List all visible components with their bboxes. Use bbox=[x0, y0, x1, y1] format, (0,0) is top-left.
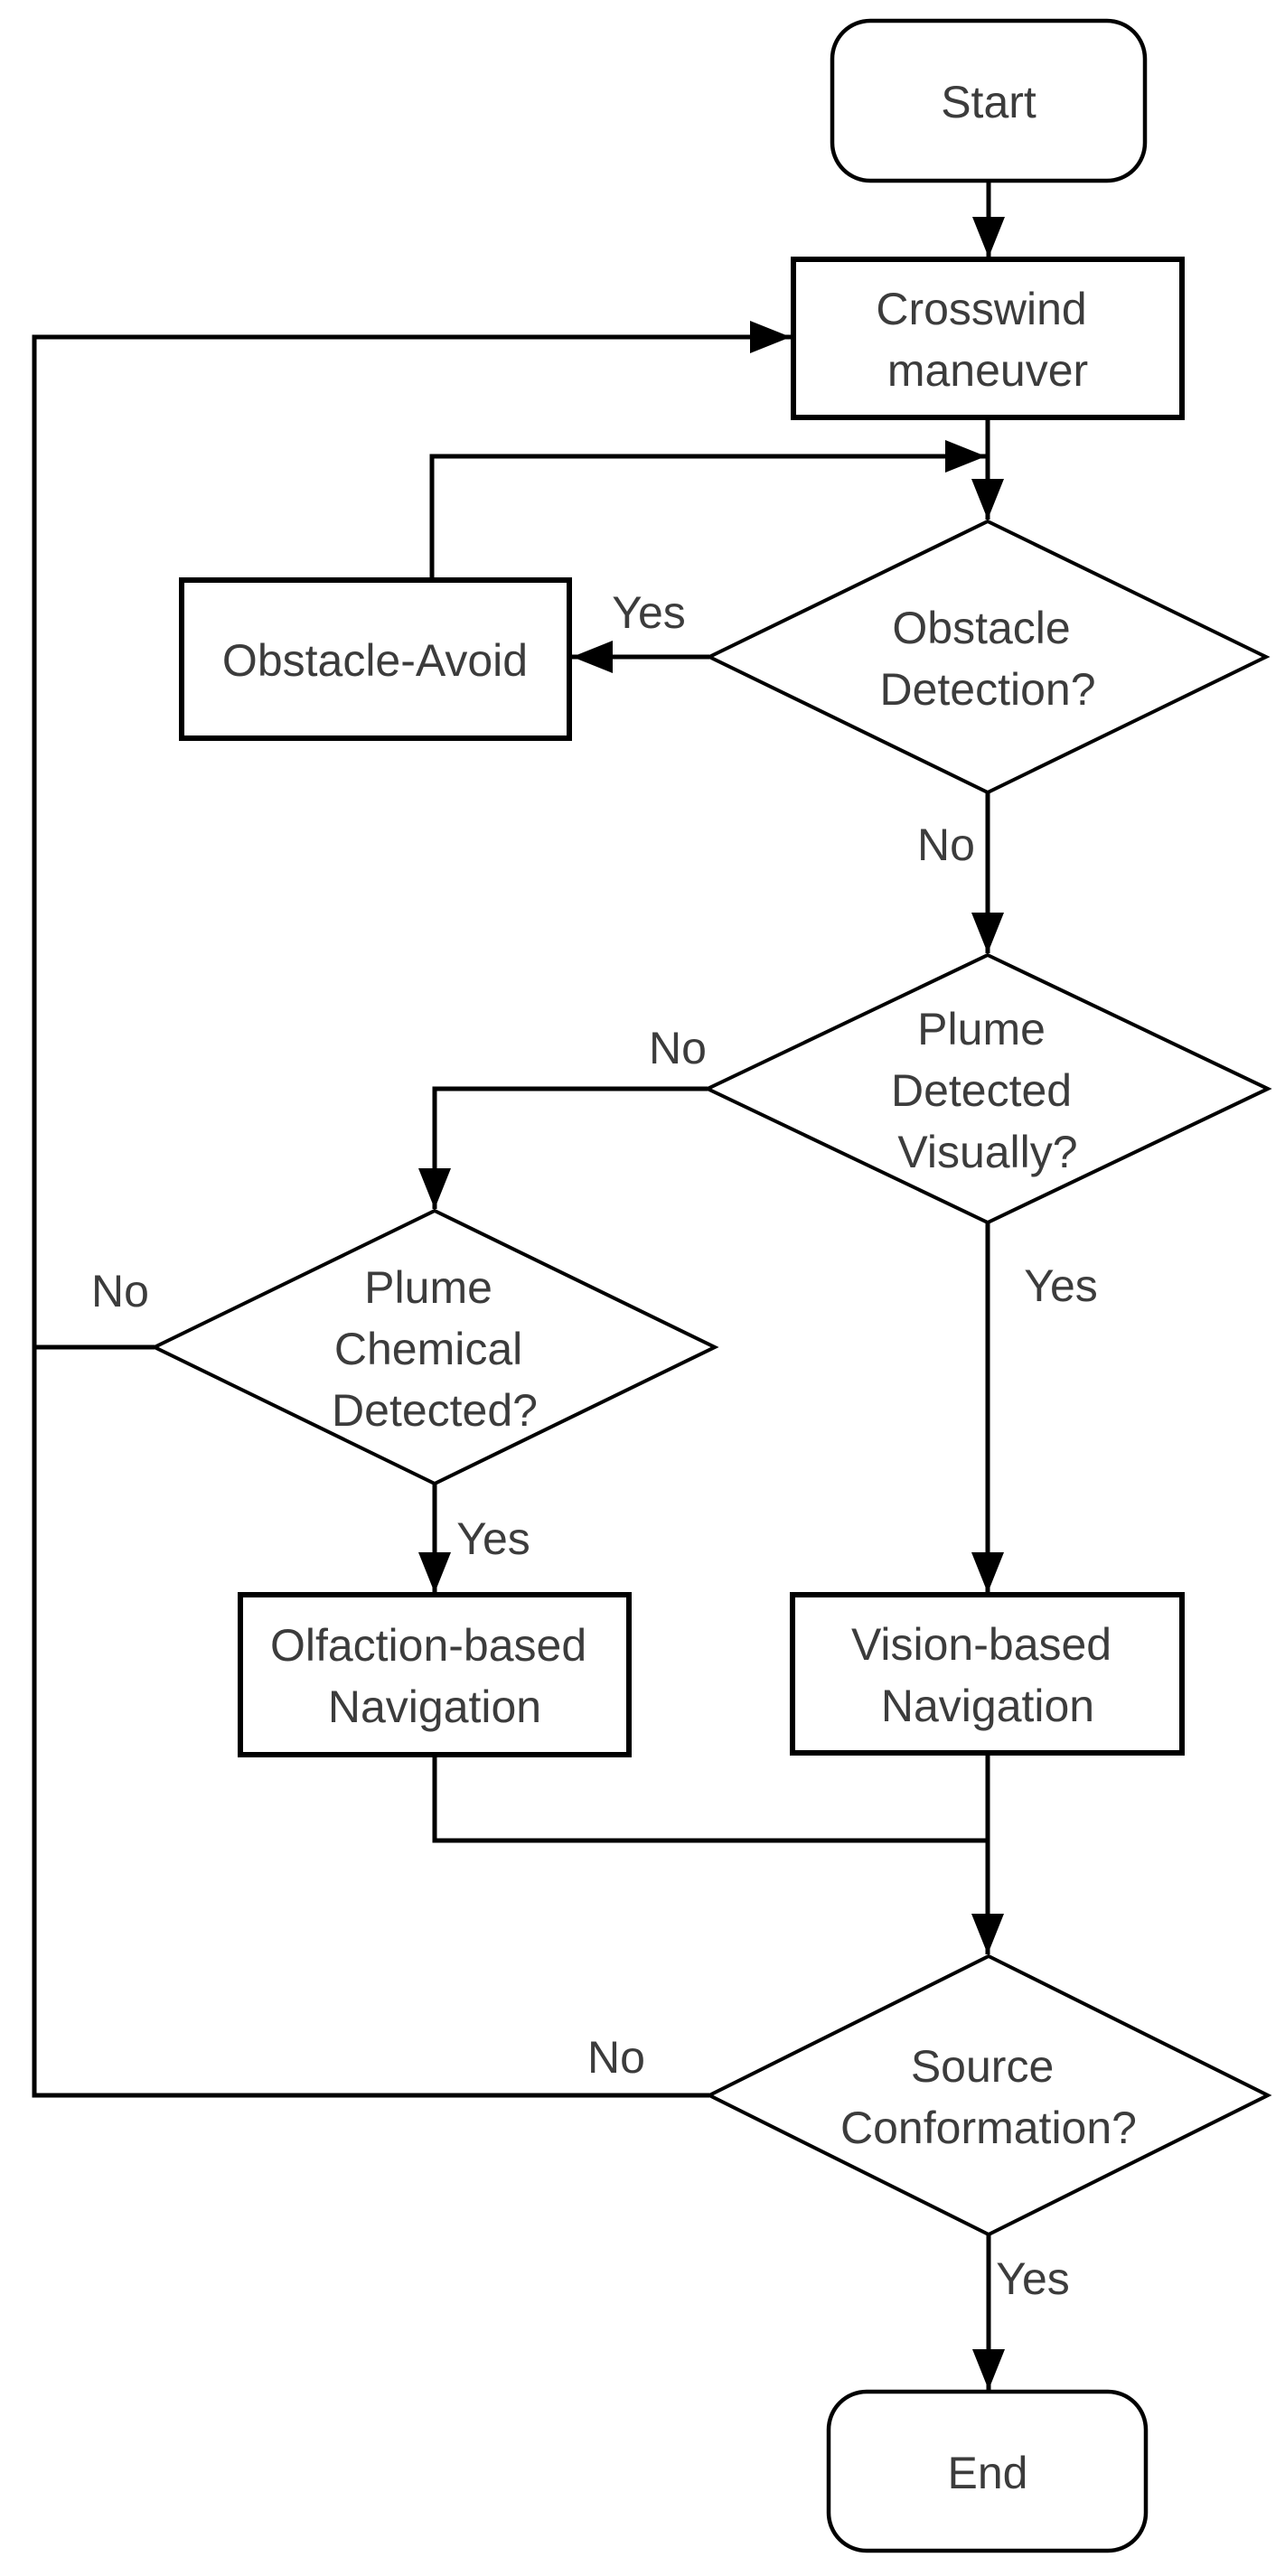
edge-source-conformation-no-loop-to-crosswind bbox=[32, 321, 791, 2098]
edge-olfaction-navigation-to-merge bbox=[432, 1755, 988, 1843]
node-olfaction-based-navigation: Olfaction-based Navigation bbox=[238, 1592, 632, 1757]
node-crosswind-maneuver-label: Crosswind maneuver bbox=[876, 284, 1099, 396]
node-plume-chemical-detected: Plume Chemical Detected? bbox=[150, 1208, 719, 1486]
node-end-label: End bbox=[948, 2448, 1028, 2498]
node-obstacle-detection-shape bbox=[705, 519, 1271, 795]
edge-obstacle-avoid-loop-to-obstacle-detection bbox=[429, 440, 986, 580]
edge-label-obstacle-detection-yes: Yes bbox=[612, 587, 686, 638]
node-end: End bbox=[826, 2389, 1149, 2553]
node-olfaction-based-navigation-label: Olfaction-based Navigation bbox=[270, 1620, 599, 1732]
edge-label-source-conformation-no: No bbox=[587, 2032, 645, 2083]
node-source-conformation-shape bbox=[705, 1953, 1272, 2237]
node-vision-based-navigation-shape bbox=[790, 1592, 1185, 1756]
node-obstacle-detection-label: Obstacle Detection? bbox=[879, 603, 1095, 715]
nodes-layer: Start Crosswind maneuver Obstacle Detect… bbox=[150, 18, 1272, 2553]
node-plume-detected-visually-label: Plume Detected Visually? bbox=[891, 1004, 1084, 1177]
edge-label-plume-visual-no: No bbox=[649, 1023, 707, 1073]
node-vision-based-navigation: Vision-based Navigation bbox=[790, 1592, 1185, 1756]
edge-label-obstacle-detection-no: No bbox=[917, 820, 975, 870]
node-source-conformation: Source Conformation? bbox=[705, 1953, 1272, 2237]
node-obstacle-avoid: Obstacle-Avoid bbox=[179, 577, 572, 741]
node-obstacle-detection: Obstacle Detection? bbox=[705, 519, 1271, 795]
node-end-shape bbox=[826, 2389, 1149, 2553]
edge-label-source-conformation-yes: Yes bbox=[996, 2253, 1070, 2304]
node-crosswind-maneuver-shape bbox=[791, 257, 1185, 420]
node-crosswind-maneuver: Crosswind maneuver bbox=[791, 257, 1185, 420]
node-source-conformation-label: Source Conformation? bbox=[840, 2041, 1137, 2153]
node-plume-detected-visually: Plume Detected Visually? bbox=[703, 952, 1272, 1225]
node-olfaction-based-navigation-shape bbox=[238, 1592, 632, 1757]
edge-label-plume-chemical-yes: Yes bbox=[456, 1513, 530, 1564]
edge-labels-layer: Yes No No Yes No Yes No Yes bbox=[91, 587, 1098, 2304]
node-obstacle-avoid-label: Obstacle-Avoid bbox=[222, 635, 528, 686]
node-plume-chemical-detected-label: Plume Chemical Detected? bbox=[332, 1262, 538, 1436]
node-plume-detected-visually-shape bbox=[703, 952, 1272, 1225]
edges-layer bbox=[32, 181, 1005, 2390]
node-start: Start bbox=[830, 18, 1148, 183]
node-plume-chemical-detected-shape bbox=[150, 1208, 719, 1486]
node-start-label: Start bbox=[941, 77, 1036, 127]
edge-label-plume-visual-yes: Yes bbox=[1024, 1260, 1098, 1311]
node-obstacle-avoid-shape bbox=[179, 577, 572, 741]
edge-plume-visual-no-to-plume-chemical bbox=[418, 1086, 708, 1209]
edge-label-plume-chemical-no: No bbox=[91, 1266, 149, 1316]
node-start-shape bbox=[830, 18, 1148, 183]
node-vision-based-navigation-label: Vision-based Navigation bbox=[851, 1619, 1124, 1731]
